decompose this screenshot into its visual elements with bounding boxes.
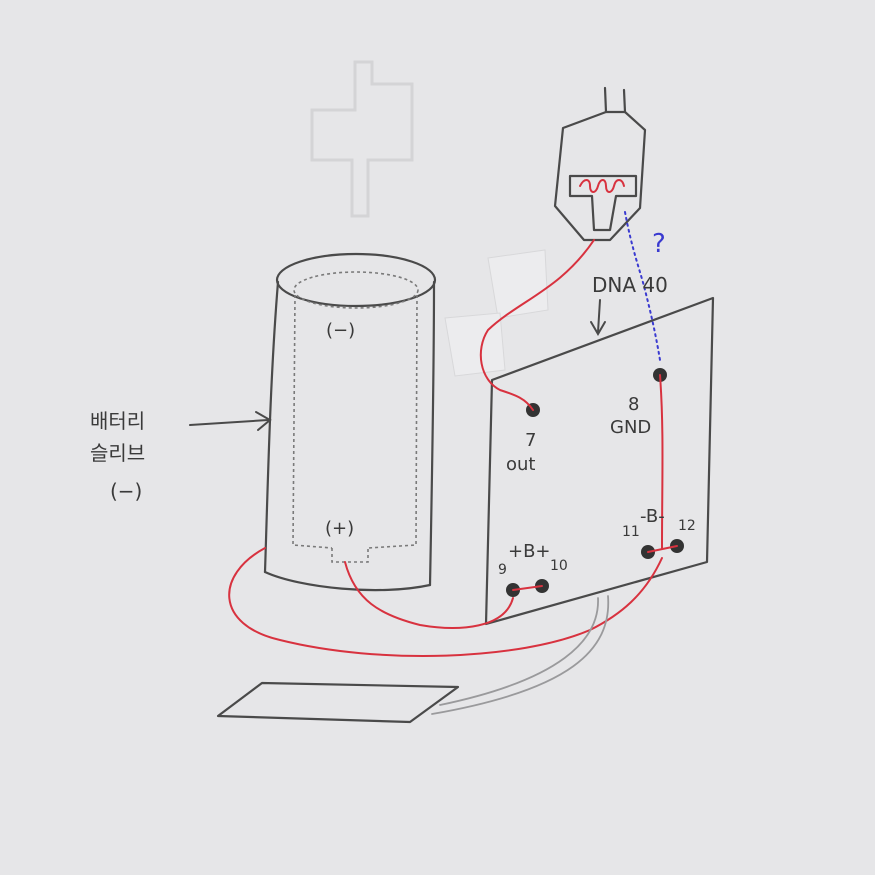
pin8-number: 8 bbox=[628, 394, 639, 415]
flat-cable bbox=[431, 595, 610, 715]
red-wires bbox=[228, 239, 678, 657]
wire-gnd-bridge bbox=[659, 374, 664, 549]
unknown-mark: ? bbox=[652, 229, 666, 259]
embossed-mark bbox=[310, 60, 414, 218]
pin10-label: 10 bbox=[550, 558, 568, 574]
pin7-number: 7 bbox=[525, 430, 536, 451]
wire-coil-to-out bbox=[479, 239, 595, 411]
pin7-name: out bbox=[506, 454, 535, 475]
battery-cylinder bbox=[263, 252, 437, 592]
battery-top-ellipse bbox=[275, 252, 437, 308]
wire-bminus-bridge bbox=[647, 545, 678, 553]
board-arrow bbox=[590, 299, 606, 336]
battery-bottom-edge bbox=[263, 570, 432, 592]
sleeve-polarity: (−) bbox=[110, 479, 142, 503]
flat-panel bbox=[216, 681, 460, 724]
pin12-label: 12 bbox=[678, 518, 696, 534]
pads bbox=[506, 368, 684, 597]
bplus-label: +B+ bbox=[508, 541, 551, 562]
tape-pieces bbox=[444, 249, 549, 377]
battery-inner-cell bbox=[292, 271, 419, 563]
battery-left-edge bbox=[263, 280, 280, 574]
pin9-label: 9 bbox=[498, 562, 507, 578]
wire-battery-plus bbox=[344, 561, 514, 629]
atomizer bbox=[553, 86, 647, 242]
sleeve-label-line1: 배터리 bbox=[90, 409, 145, 433]
battery-minus-label: (−) bbox=[326, 320, 355, 341]
sleeve-arrow bbox=[189, 411, 272, 431]
battery-plus-label: (+) bbox=[325, 518, 354, 539]
bminus-label: -B- bbox=[640, 506, 665, 527]
unknown-connection bbox=[624, 211, 661, 361]
dna40-board bbox=[484, 296, 715, 626]
chip-name-label: DNA 40 bbox=[592, 273, 668, 297]
battery-right-edge bbox=[428, 280, 436, 587]
pin11-label: 11 bbox=[622, 524, 640, 540]
wire-sleeve-minus bbox=[228, 547, 663, 657]
wire-bplus-bridge bbox=[512, 585, 543, 591]
coil-icon bbox=[579, 179, 625, 193]
sleeve-label-line2: 슬리브 bbox=[90, 441, 145, 465]
pin8-name: GND bbox=[610, 417, 651, 438]
